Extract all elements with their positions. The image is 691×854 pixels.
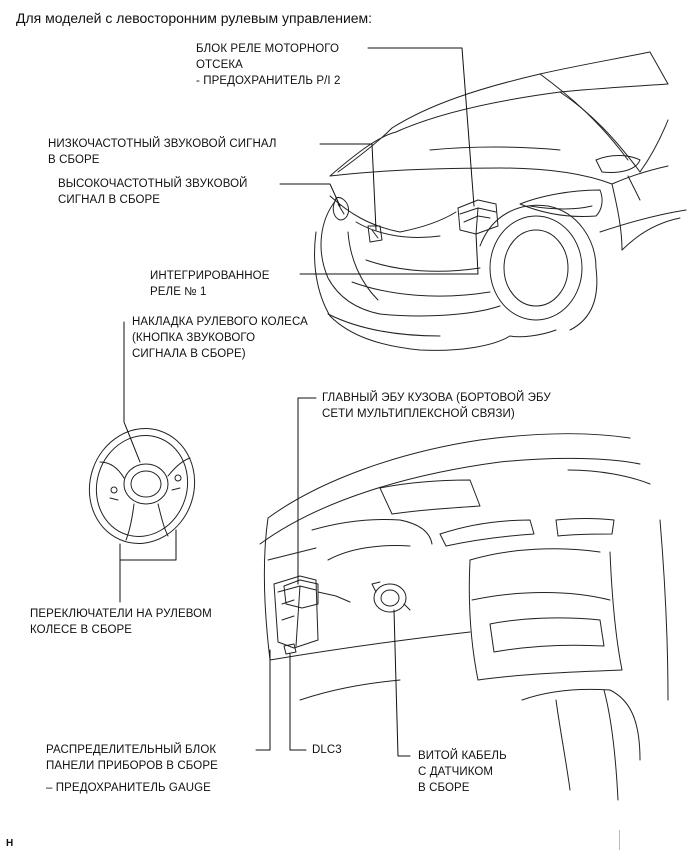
label-integrated-relay: ИНТЕГРИРОВАННОЕ РЕЛЕ № 1 (150, 270, 270, 298)
label-spiral-cable: ВИТОЙ КАБЕЛЬ С ДАТЧИКОМ В СБОРЕ (418, 750, 507, 794)
corner-mark: H (6, 838, 14, 849)
label-low-horn: НИЗКОЧАСТОТНЫЙ ЗВУКОВОЙ СИГНАЛ В СБОРЕ (48, 138, 277, 166)
label-wheel-pad: НАКЛАДКА РУЛЕВОГО КОЛЕСА (КНОПКА ЗВУКОВО… (132, 316, 308, 360)
steering-wheel-drawing (88, 428, 196, 544)
leader-lines (119, 47, 479, 757)
car-drawing (314, 51, 687, 351)
label-wheel-switches: ПЕРЕКЛЮЧАТЕЛИ НА РУЛЕВОМ КОЛЕСЕ В СБОРЕ (30, 608, 212, 636)
margin-rule (619, 830, 620, 850)
label-high-horn: ВЫСОКОЧАСТОТНЫЙ ЗВУКОВОЙ СИГНАЛ В СБОРЕ (58, 178, 248, 206)
page-title: Для моделей с левосторонним рулевым упра… (16, 10, 373, 26)
label-gauge-fuse: – ПРЕДОХРАНИТЕЛЬ GAUGE (46, 782, 211, 794)
label-relay-block: БЛОК РЕЛЕ МОТОРНОГО ОТСЕКА - ПРЕДОХРАНИТ… (196, 43, 341, 87)
dashboard-drawing (259, 433, 669, 801)
label-main-ecu: ГЛАВНЫЙ ЭБУ КУЗОВА (БОРТОВОЙ ЭБУ СЕТИ МУ… (322, 392, 551, 420)
label-junction-block: РАСПРЕДЕЛИТЕЛЬНЫЙ БЛОК ПАНЕЛИ ПРИБОРОВ В… (46, 744, 218, 772)
label-dlc3: DLC3 (312, 744, 342, 756)
